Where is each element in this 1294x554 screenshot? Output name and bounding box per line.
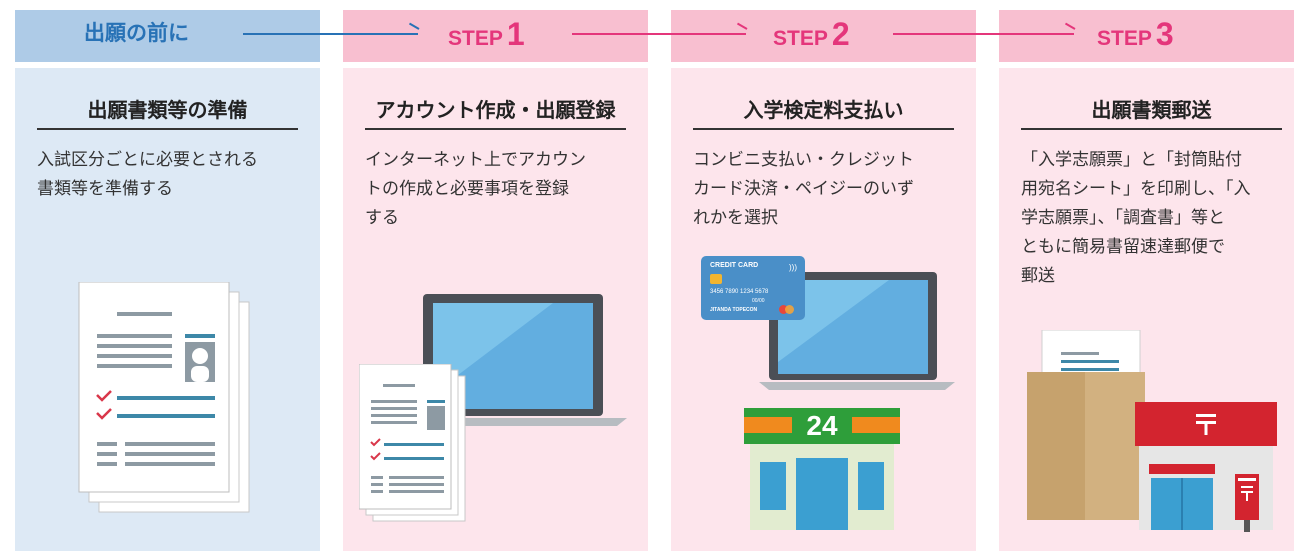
desc-line: ともに簡易書留速達郵便で <box>1021 237 1225 257</box>
arrow-right-icon <box>893 33 1074 35</box>
step-number: 3 <box>1155 16 1174 52</box>
desc-line: カード決済・ペイジーのいず <box>693 179 914 199</box>
title-underline <box>1021 128 1282 130</box>
step-word: STEP <box>448 27 503 50</box>
documents-icon <box>359 364 466 522</box>
card-chip <box>710 274 722 284</box>
step3-header <box>999 10 1294 62</box>
step-number: 2 <box>831 16 850 52</box>
step-number: 1 <box>506 16 525 52</box>
store-window <box>858 462 884 510</box>
post-door <box>1151 478 1213 530</box>
card-number: 3456 7890 1234 5678 <box>710 289 769 295</box>
step3-desc: 「入学志願票」と「封筒貼付 用宛名シート」を印刷し、「入 学志願票」、「調査書」… <box>1021 146 1282 291</box>
step-word: STEP <box>1097 27 1152 50</box>
desc-line: 「入学志願票」と「封筒貼付 <box>1021 150 1242 170</box>
title-underline <box>693 128 954 130</box>
step2-header <box>671 10 976 62</box>
desc-line: 学志願票」、「調査書」等と <box>1021 208 1225 228</box>
desc-line: 入試区分ごとに必要とされる <box>37 150 258 170</box>
credit-card: CREDIT CARD ))) 3456 7890 1234 5678 00/0… <box>701 256 805 320</box>
desc-line: コンビニ支払い・クレジット <box>693 150 914 170</box>
desc-line: トの作成と必要事項を登録 <box>365 179 569 199</box>
step1-panel: アカウント作成・出願登録 インターネット上でアカウン トの作成と必要事項を登録 … <box>343 10 648 551</box>
before-header <box>15 10 320 62</box>
before-title: 出願書類等の準備 <box>87 98 248 122</box>
step1-title: アカウント作成・出願登録 <box>375 98 616 122</box>
card-expiry: 00/00 <box>752 298 765 304</box>
step3-panel: 出願書類郵送 「入学志願票」と「封筒貼付 用宛名シート」を印刷し、「入 学志願票… <box>999 10 1294 551</box>
step1-desc: インターネット上でアカウン トの作成と必要事項を登録 する <box>365 146 626 233</box>
desc-line: 書類等を準備する <box>37 179 173 199</box>
post-roof <box>1135 402 1277 446</box>
store-door <box>796 458 848 530</box>
arrow-right-icon <box>243 33 418 35</box>
desc-line: インターネット上でアカウン <box>365 150 586 170</box>
before-desc: 入試区分ごとに必要とされる 書類等を準備する <box>37 146 298 204</box>
before-panel: 出願書類等の準備 入試区分ごとに必要とされる 書類等を準備する <box>15 10 320 551</box>
store-roof: 24 <box>744 408 900 444</box>
card-holder: JITANDA TOPECON <box>710 307 758 313</box>
step-word: STEP <box>773 27 828 50</box>
card-brand-icon <box>779 305 795 314</box>
postal-mark-icon <box>1196 414 1216 435</box>
desc-line: 用宛名シート」を印刷し、「入 <box>1021 179 1251 199</box>
step2-title: 入学検定料支払い <box>743 98 904 122</box>
before-label: 出願の前に <box>84 21 189 45</box>
title-underline <box>37 128 298 130</box>
mailbox-icon <box>1235 474 1259 520</box>
desc-line: する <box>365 208 399 228</box>
desc-line: れかを選択 <box>693 208 778 228</box>
step2-desc: コンビニ支払い・クレジット カード決済・ペイジーのいず れかを選択 <box>693 146 954 233</box>
contactless-icon: ))) <box>789 263 797 272</box>
step3-title: 出願書類郵送 <box>1091 98 1212 122</box>
step2-panel: 入学検定料支払い コンビニ支払い・クレジット カード決済・ペイジーのいず れかを… <box>671 10 976 551</box>
title-underline <box>365 128 626 130</box>
step1-header <box>343 10 648 62</box>
card-label: CREDIT CARD <box>710 262 759 269</box>
post-office-icon <box>1135 402 1277 532</box>
convenience-store-icon: 24 <box>744 408 900 530</box>
documents-icon <box>78 282 250 513</box>
envelope-icon <box>1027 330 1145 520</box>
store-sign: 24 <box>792 408 852 444</box>
desc-line: 郵送 <box>1021 266 1055 286</box>
store-window <box>760 462 786 510</box>
store-wall <box>750 444 894 530</box>
arrow-right-icon <box>572 33 746 35</box>
